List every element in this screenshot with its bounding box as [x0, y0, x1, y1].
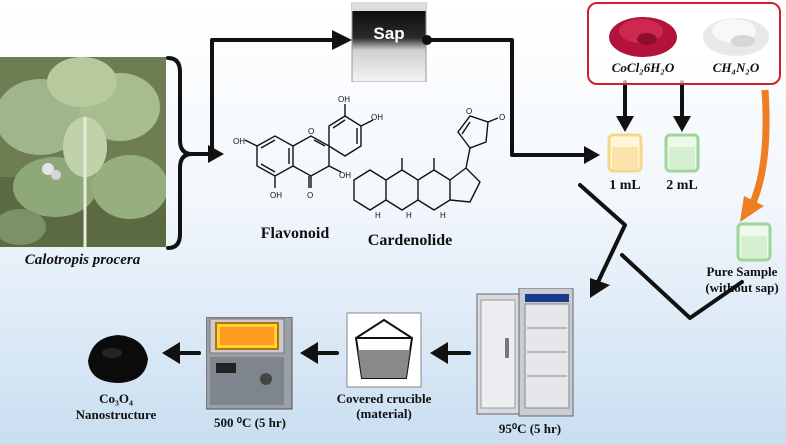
oven-label: 95⁰C (5 hr) [498, 421, 562, 436]
cobalt-powder-image [609, 17, 677, 57]
vial-1 [607, 133, 643, 173]
drying-oven [476, 288, 574, 417]
flavonoid-structure: OH OH O OH O OH OH [233, 95, 383, 200]
svg-text:O: O [308, 127, 314, 136]
vial-2-label: 2 mL [666, 178, 698, 193]
cardenolide-structure: O O H H H [353, 107, 505, 220]
svg-text:OH: OH [338, 95, 350, 104]
urea-powder-image [703, 18, 769, 56]
svg-text:O: O [466, 107, 472, 116]
svg-text:H: H [375, 211, 381, 220]
vial-1-label: 1 mL [609, 178, 641, 193]
cobalt-salt-label: CoCl₂6H₂O [611, 60, 675, 75]
svg-text:O: O [307, 191, 313, 200]
pure-sample-vial [736, 222, 772, 262]
covered-crucible [346, 312, 422, 388]
urea-label: CH₄N₂O [712, 60, 760, 75]
flavonoid-label: Flavonoid [260, 225, 330, 242]
product-label-line2: Nanostructure [75, 407, 157, 422]
svg-text:OH: OH [371, 113, 383, 122]
crucible-label-line2: (material) [356, 406, 412, 421]
svg-text:H: H [406, 211, 412, 220]
pure-sample-label-line1: Pure Sample [706, 264, 778, 279]
sap-tube [351, 1, 427, 83]
muffle-furnace [206, 317, 293, 410]
svg-text:OH: OH [233, 137, 245, 146]
reagents-box: CoCl₂6H₂O CH₄N₂O [587, 2, 781, 85]
pure-sample-label-line2: (without sap) [705, 280, 779, 295]
svg-text:OH: OH [339, 171, 351, 180]
svg-text:OH: OH [270, 191, 282, 200]
svg-text:O: O [499, 113, 505, 122]
furnace-label: 500 ⁰C (5 hr) [213, 415, 286, 430]
product-label-line1: Co₃O₄ [99, 391, 133, 406]
sap-label: Sap [373, 24, 405, 43]
plant-photo [0, 57, 166, 247]
crucible-label-line1: Covered crucible [336, 391, 432, 406]
co3o4-powder [88, 335, 148, 383]
vial-2 [664, 133, 700, 173]
svg-text:H: H [440, 211, 446, 220]
cardenolide-label: Cardenolide [367, 232, 453, 249]
plant-label: Calotropis procera [24, 252, 141, 268]
